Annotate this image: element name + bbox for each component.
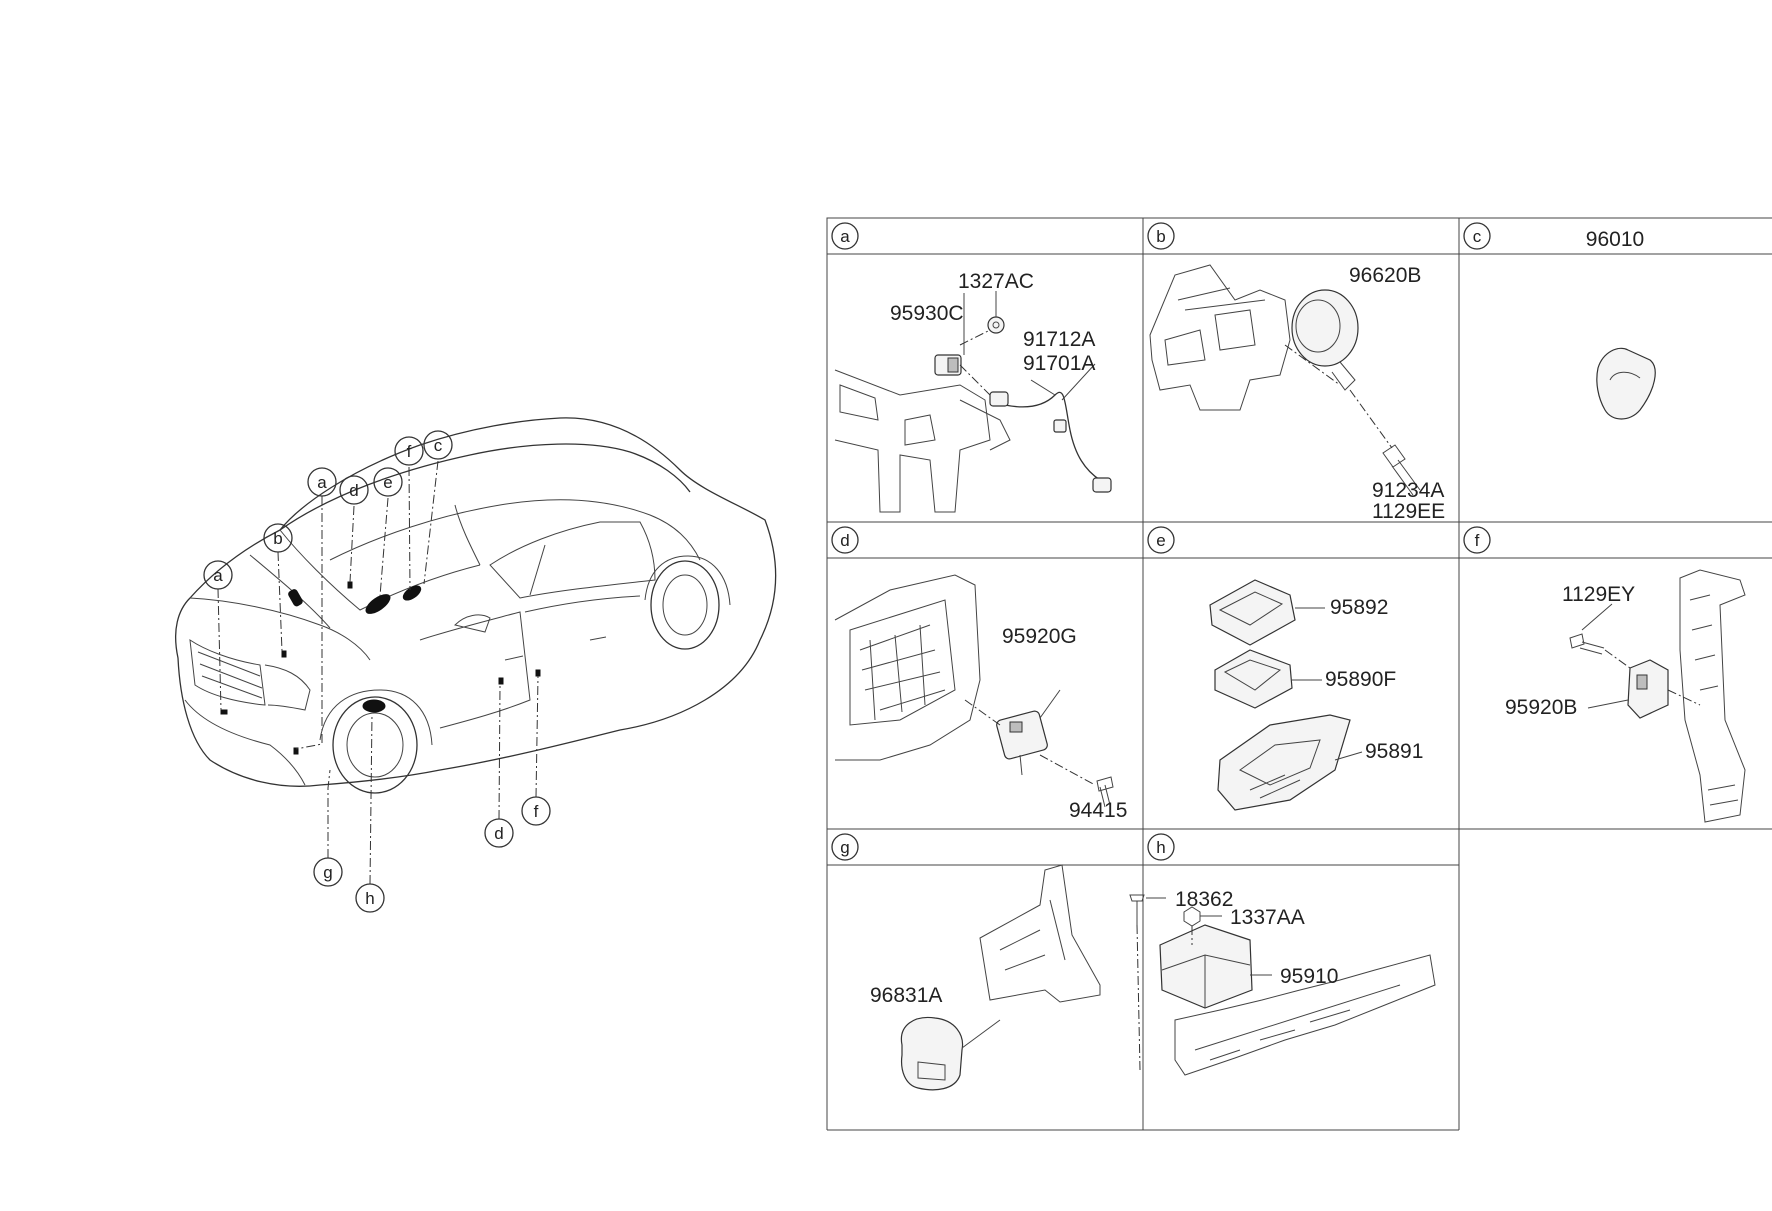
- svg-text:e: e: [1156, 531, 1165, 550]
- panel-e-drawing: [1209, 579, 1363, 811]
- svg-text:d: d: [349, 481, 358, 500]
- part-95890F[interactable]: 95890F: [1325, 668, 1396, 691]
- car-callout-e[interactable]: e: [373, 467, 403, 497]
- callout-leaders: [217, 460, 539, 885]
- panel-header-b[interactable]: b: [1147, 222, 1175, 250]
- panel-g-drawing: [900, 864, 1101, 1091]
- part-1129EY[interactable]: 1129EY: [1562, 583, 1635, 606]
- panel-h-drawing: [1129, 894, 1436, 1076]
- part-95891[interactable]: 95891: [1365, 740, 1423, 763]
- part-96831A[interactable]: 96831A: [870, 984, 942, 1007]
- part-95920B[interactable]: 95920B: [1505, 696, 1577, 719]
- panel-header-e[interactable]: e: [1147, 526, 1175, 554]
- car-illustration: [175, 417, 777, 794]
- part-94415[interactable]: 94415: [1069, 799, 1127, 822]
- svg-text:f: f: [1475, 531, 1480, 550]
- svg-text:a: a: [317, 473, 327, 492]
- panel-a-drawing: [834, 291, 1112, 513]
- svg-text:e: e: [383, 473, 392, 492]
- panel-c-title: 96010: [1586, 228, 1644, 251]
- svg-text:c: c: [434, 436, 443, 455]
- panel-header-a[interactable]: a: [831, 222, 859, 250]
- car-callout-b[interactable]: b: [263, 523, 293, 553]
- svg-text:b: b: [273, 529, 282, 548]
- car-callout-d[interactable]: d: [339, 475, 369, 505]
- svg-text:f: f: [407, 442, 412, 461]
- svg-text:h: h: [365, 889, 374, 908]
- svg-text:b: b: [1156, 227, 1165, 246]
- part-95930C[interactable]: 95930C: [890, 302, 964, 325]
- part-18362[interactable]: 18362: [1175, 888, 1233, 911]
- svg-text:d: d: [840, 531, 849, 550]
- car-callout-a[interactable]: a: [203, 560, 233, 590]
- panel-d-drawing: [834, 574, 1114, 808]
- part-1337AA[interactable]: 1337AA: [1230, 906, 1305, 929]
- panel-header-f[interactable]: f: [1463, 526, 1491, 554]
- part-96620B[interactable]: 96620B: [1349, 264, 1421, 287]
- part-91712A[interactable]: 91712A: [1023, 328, 1095, 351]
- panel-header-c[interactable]: c: [1463, 222, 1491, 250]
- part-95920G[interactable]: 95920G: [1002, 625, 1077, 648]
- svg-text:g: g: [840, 838, 849, 857]
- part-1129EE[interactable]: 1129EE: [1372, 500, 1445, 523]
- car-callout-c[interactable]: c: [423, 430, 453, 460]
- part-91234A[interactable]: 91234A: [1372, 479, 1444, 502]
- panel-f-drawing: [1569, 569, 1746, 823]
- svg-text:f: f: [534, 802, 539, 821]
- car-callout-a2[interactable]: a: [307, 467, 337, 497]
- panel-grid: [826, 217, 1772, 1131]
- car-callout-circles: a b a d e f c g h d f: [203, 430, 551, 913]
- part-91701A[interactable]: 91701A: [1023, 352, 1095, 375]
- svg-text:g: g: [323, 863, 332, 882]
- panel-b-drawing: [1149, 264, 1421, 496]
- callout-letter: a: [213, 566, 223, 585]
- panel-header-g[interactable]: g: [831, 833, 859, 861]
- car-callout-f2[interactable]: f: [521, 796, 551, 826]
- panel-headers: a b c 96010 d e f g h: [831, 222, 1644, 861]
- car-callout-h[interactable]: h: [355, 883, 385, 913]
- car-callout-f[interactable]: f: [394, 436, 424, 466]
- panel-header-d[interactable]: d: [831, 526, 859, 554]
- car-callout-d2[interactable]: d: [484, 818, 514, 848]
- panel-c-drawing: [1596, 347, 1656, 420]
- part-95910[interactable]: 95910: [1280, 965, 1338, 988]
- svg-text:a: a: [840, 227, 850, 246]
- part-1327AC[interactable]: 1327AC: [958, 270, 1034, 293]
- panel-header-h[interactable]: h: [1147, 833, 1175, 861]
- svg-text:c: c: [1473, 227, 1482, 246]
- car-callout-g[interactable]: g: [313, 857, 343, 887]
- svg-text:d: d: [494, 824, 503, 843]
- svg-text:h: h: [1156, 838, 1165, 857]
- part-95892[interactable]: 95892: [1330, 596, 1388, 619]
